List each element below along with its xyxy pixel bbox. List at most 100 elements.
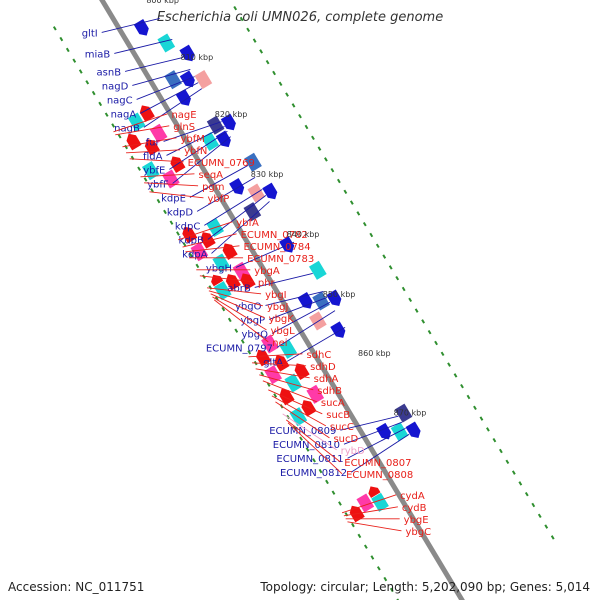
forward-gene-label: ECUMN_0809 <box>269 426 336 437</box>
gene-leader-line <box>196 177 256 212</box>
tick-dot-inner <box>370 555 375 560</box>
forward-gene-label: kdpD <box>167 207 193 218</box>
gene-leader-line <box>268 296 328 320</box>
scale-tick-label: 870 kbp <box>394 408 427 417</box>
gene-leader-line <box>271 395 327 427</box>
tick-dot-inner <box>247 350 252 355</box>
gene-leader-line <box>341 494 397 514</box>
gene-leader-line <box>199 275 254 283</box>
gene-leader-line <box>126 149 181 154</box>
gene-leader-line <box>101 17 160 33</box>
forward-gene-block <box>163 69 183 91</box>
tick-dot-outer <box>343 189 348 195</box>
tick-dot-inner <box>156 198 161 204</box>
reverse-gene-arrow <box>182 226 198 244</box>
gene-leader-line <box>166 126 225 156</box>
tick-dot-inner <box>221 306 226 312</box>
gene-leader-line <box>286 327 346 362</box>
gene-leader-line <box>189 165 249 198</box>
forward-gene-label: nagB <box>114 123 140 134</box>
scale-tick-label: 860 kbp <box>358 349 391 358</box>
forward-gene-label: gltI <box>82 28 98 39</box>
accession-text: Accession: NC_011751 <box>8 580 145 594</box>
gene-leader-line <box>282 413 337 451</box>
tick-dot-inner <box>240 339 245 344</box>
tick-dot-outer <box>531 502 536 508</box>
gene-leader-line <box>122 137 177 148</box>
forward-gene-label: ybfF <box>147 179 169 190</box>
gene-leader-line <box>213 299 269 343</box>
forward-gene-label: kdpB <box>179 235 204 246</box>
tick-dot-outer <box>421 319 426 324</box>
forward-gene-label: ybfE <box>143 165 165 176</box>
gene-leader-line <box>149 191 204 199</box>
tick-dot-outer <box>498 448 503 454</box>
tick-dot-inner <box>266 382 271 387</box>
tick-dot-outer <box>550 535 555 540</box>
forward-gene-label: ECUMN_0812 <box>280 468 347 479</box>
tick-dot-outer <box>473 405 477 411</box>
reverse-gene-label: rybD <box>341 446 365 457</box>
gene-leader-line <box>169 130 228 170</box>
tick-dot-inner <box>195 263 200 269</box>
forward-gene-label: asnB <box>97 67 122 78</box>
forward-gene-label: nagC <box>107 95 133 106</box>
gene-leader-line <box>207 195 267 240</box>
forward-gene-label: miaB <box>85 49 111 60</box>
tick-dot-outer <box>239 16 244 22</box>
gene-leader-line <box>178 221 233 241</box>
gene-leader-line <box>343 421 403 445</box>
tick-dot-outer <box>388 265 393 270</box>
tick-dot-inner <box>169 220 174 225</box>
tick-dot-outer <box>440 351 445 357</box>
reverse-gene-label: sdhA <box>314 374 339 385</box>
tick-dot-inner <box>85 80 90 85</box>
tick-dot-inner <box>331 490 336 495</box>
reverse-gene-arrow <box>274 355 290 372</box>
reverse-gene-label: sdhD <box>310 362 336 373</box>
gene-leader-line <box>144 182 199 187</box>
gene-leader-line <box>268 389 323 415</box>
tick-dot-inner <box>318 468 323 474</box>
forward-gene-label: fur <box>146 137 161 148</box>
tick-dot-outer <box>453 373 458 378</box>
reverse-gene-label: sucA <box>321 398 345 409</box>
reverse-gene-label: ybgK <box>269 314 295 325</box>
gene-leader-line <box>285 419 341 463</box>
forward-gene-block <box>156 32 176 54</box>
tick-dot-outer <box>511 470 516 475</box>
tick-dot-inner <box>78 69 83 74</box>
reverse-gene-label: seqA <box>198 170 223 181</box>
reverse-gene-label: ECUMN_0783 <box>247 254 314 265</box>
tick-dot-outer <box>447 362 451 367</box>
tick-dot-inner <box>363 544 368 549</box>
gene-leader-line <box>132 68 191 86</box>
forward-gene-arrow <box>297 292 313 309</box>
forward-gene-label: ECUMN_0810 <box>273 440 340 451</box>
gene-leader-line <box>262 380 318 403</box>
reverse-gene-arrow <box>126 133 142 151</box>
gene-leader-line <box>347 521 402 532</box>
gene-leader-line <box>172 136 231 184</box>
tick-dot-outer <box>524 491 529 497</box>
gene-leader-line <box>136 76 195 100</box>
tick-dot-outer <box>317 146 322 151</box>
tick-dot-inner <box>104 112 109 117</box>
gene-leader-line <box>204 189 263 226</box>
reverse-gene-label: sucB <box>326 410 350 421</box>
tick-dot-outer <box>330 167 335 173</box>
forward-gene-label: ECUMN_0797 <box>206 343 273 354</box>
tick-dot-outer <box>486 427 490 432</box>
genome-backbone <box>99 0 465 600</box>
reverse-gene-label: sdhC <box>306 350 331 361</box>
tick-dot-outer <box>298 113 302 119</box>
reverse-gene-label: ybfP <box>207 194 229 205</box>
scale-tick-label: 820 kbp <box>215 110 248 119</box>
tick-dot-outer <box>233 5 238 11</box>
tick-dot-outer <box>466 394 471 400</box>
tick-dot-inner <box>357 533 362 539</box>
forward-gene-arrow <box>220 113 236 131</box>
forward-gene-label: nagA <box>111 109 137 120</box>
tick-dot-outer <box>375 243 380 249</box>
